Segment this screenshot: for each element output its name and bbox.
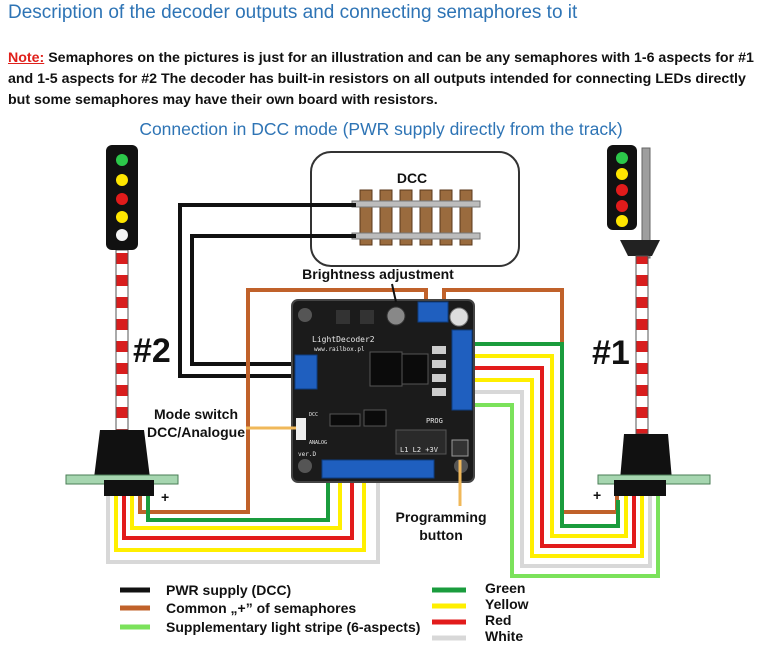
semaphore-1 <box>597 145 711 496</box>
legend-label: PWR supply (DCC) <box>166 582 291 598</box>
board-pins: L1 L2 +3V <box>400 446 439 454</box>
semaphore-1-label: #1 <box>592 334 630 372</box>
note-paragraph: Note: Semaphores on the pictures is just… <box>8 48 756 111</box>
yellow-lamp <box>116 211 128 223</box>
semaphore-2 <box>65 145 179 496</box>
board-ver: ver.D <box>298 451 316 458</box>
board-analog: ANALOG <box>309 440 327 446</box>
plus-sign-right: + <box>593 487 601 503</box>
decoder-board: LightDecoder2 www.railbox.pl PROG ver.D … <box>291 299 475 483</box>
green-lamp <box>116 154 128 166</box>
green-lamp <box>616 152 628 164</box>
legend-label: Supplementary light stripe (6-aspects) <box>166 619 420 635</box>
semaphore-2-terminal <box>321 459 435 479</box>
mode-switch-label-1: Mode switch <box>154 406 238 422</box>
semaphore-2-label: #2 <box>133 332 171 370</box>
programming-button <box>451 439 469 457</box>
diagram-subheading: Connection in DCC mode (PWR supply direc… <box>139 119 623 139</box>
power-terminal <box>294 354 318 390</box>
programming-label-1: Programming <box>395 509 486 525</box>
yellow-lamp <box>116 174 128 186</box>
track-icon <box>351 189 481 246</box>
semaphore-1-terminal <box>451 329 473 411</box>
legend: PWR supply (DCC) Common „+” of semaphore… <box>120 580 529 644</box>
dcc-power-wires <box>178 203 356 378</box>
legend-label: Common „+” of semaphores <box>166 600 356 616</box>
yellow-lamp <box>616 168 628 180</box>
note-text: Semaphores on the pictures is just for a… <box>8 50 754 108</box>
brightness-potentiometer <box>386 306 406 326</box>
plus-sign-left: + <box>161 489 169 505</box>
semaphore-2-wires <box>106 478 380 564</box>
mode-switch <box>296 418 306 440</box>
red-lamp <box>616 184 628 196</box>
red-lamp <box>116 193 128 205</box>
legend-label: Green <box>485 580 525 596</box>
dcc-label: DCC <box>397 170 427 186</box>
brightness-label: Brightness adjustment <box>302 266 454 282</box>
board-dcc: DCC <box>309 412 318 418</box>
programming-label-2: button <box>419 527 463 543</box>
board-name: LightDecoder2 <box>312 335 375 344</box>
legend-label: Yellow <box>485 596 529 612</box>
board-url: www.railbox.pl <box>314 346 365 353</box>
board-prog: PROG <box>426 417 443 425</box>
legend-label: White <box>485 628 523 644</box>
red-lamp <box>616 200 628 212</box>
common-terminal <box>417 301 449 323</box>
white-lamp <box>116 229 128 241</box>
page-heading: Description of the decoder outputs and c… <box>8 2 578 23</box>
yellow-lamp <box>616 215 628 227</box>
note-label: Note: <box>8 50 45 66</box>
brightness-arrow <box>391 283 397 303</box>
legend-label: Red <box>485 612 511 628</box>
semaphore-1-wires <box>470 342 660 578</box>
mode-switch-label-2: DCC/Analogue <box>147 424 245 440</box>
